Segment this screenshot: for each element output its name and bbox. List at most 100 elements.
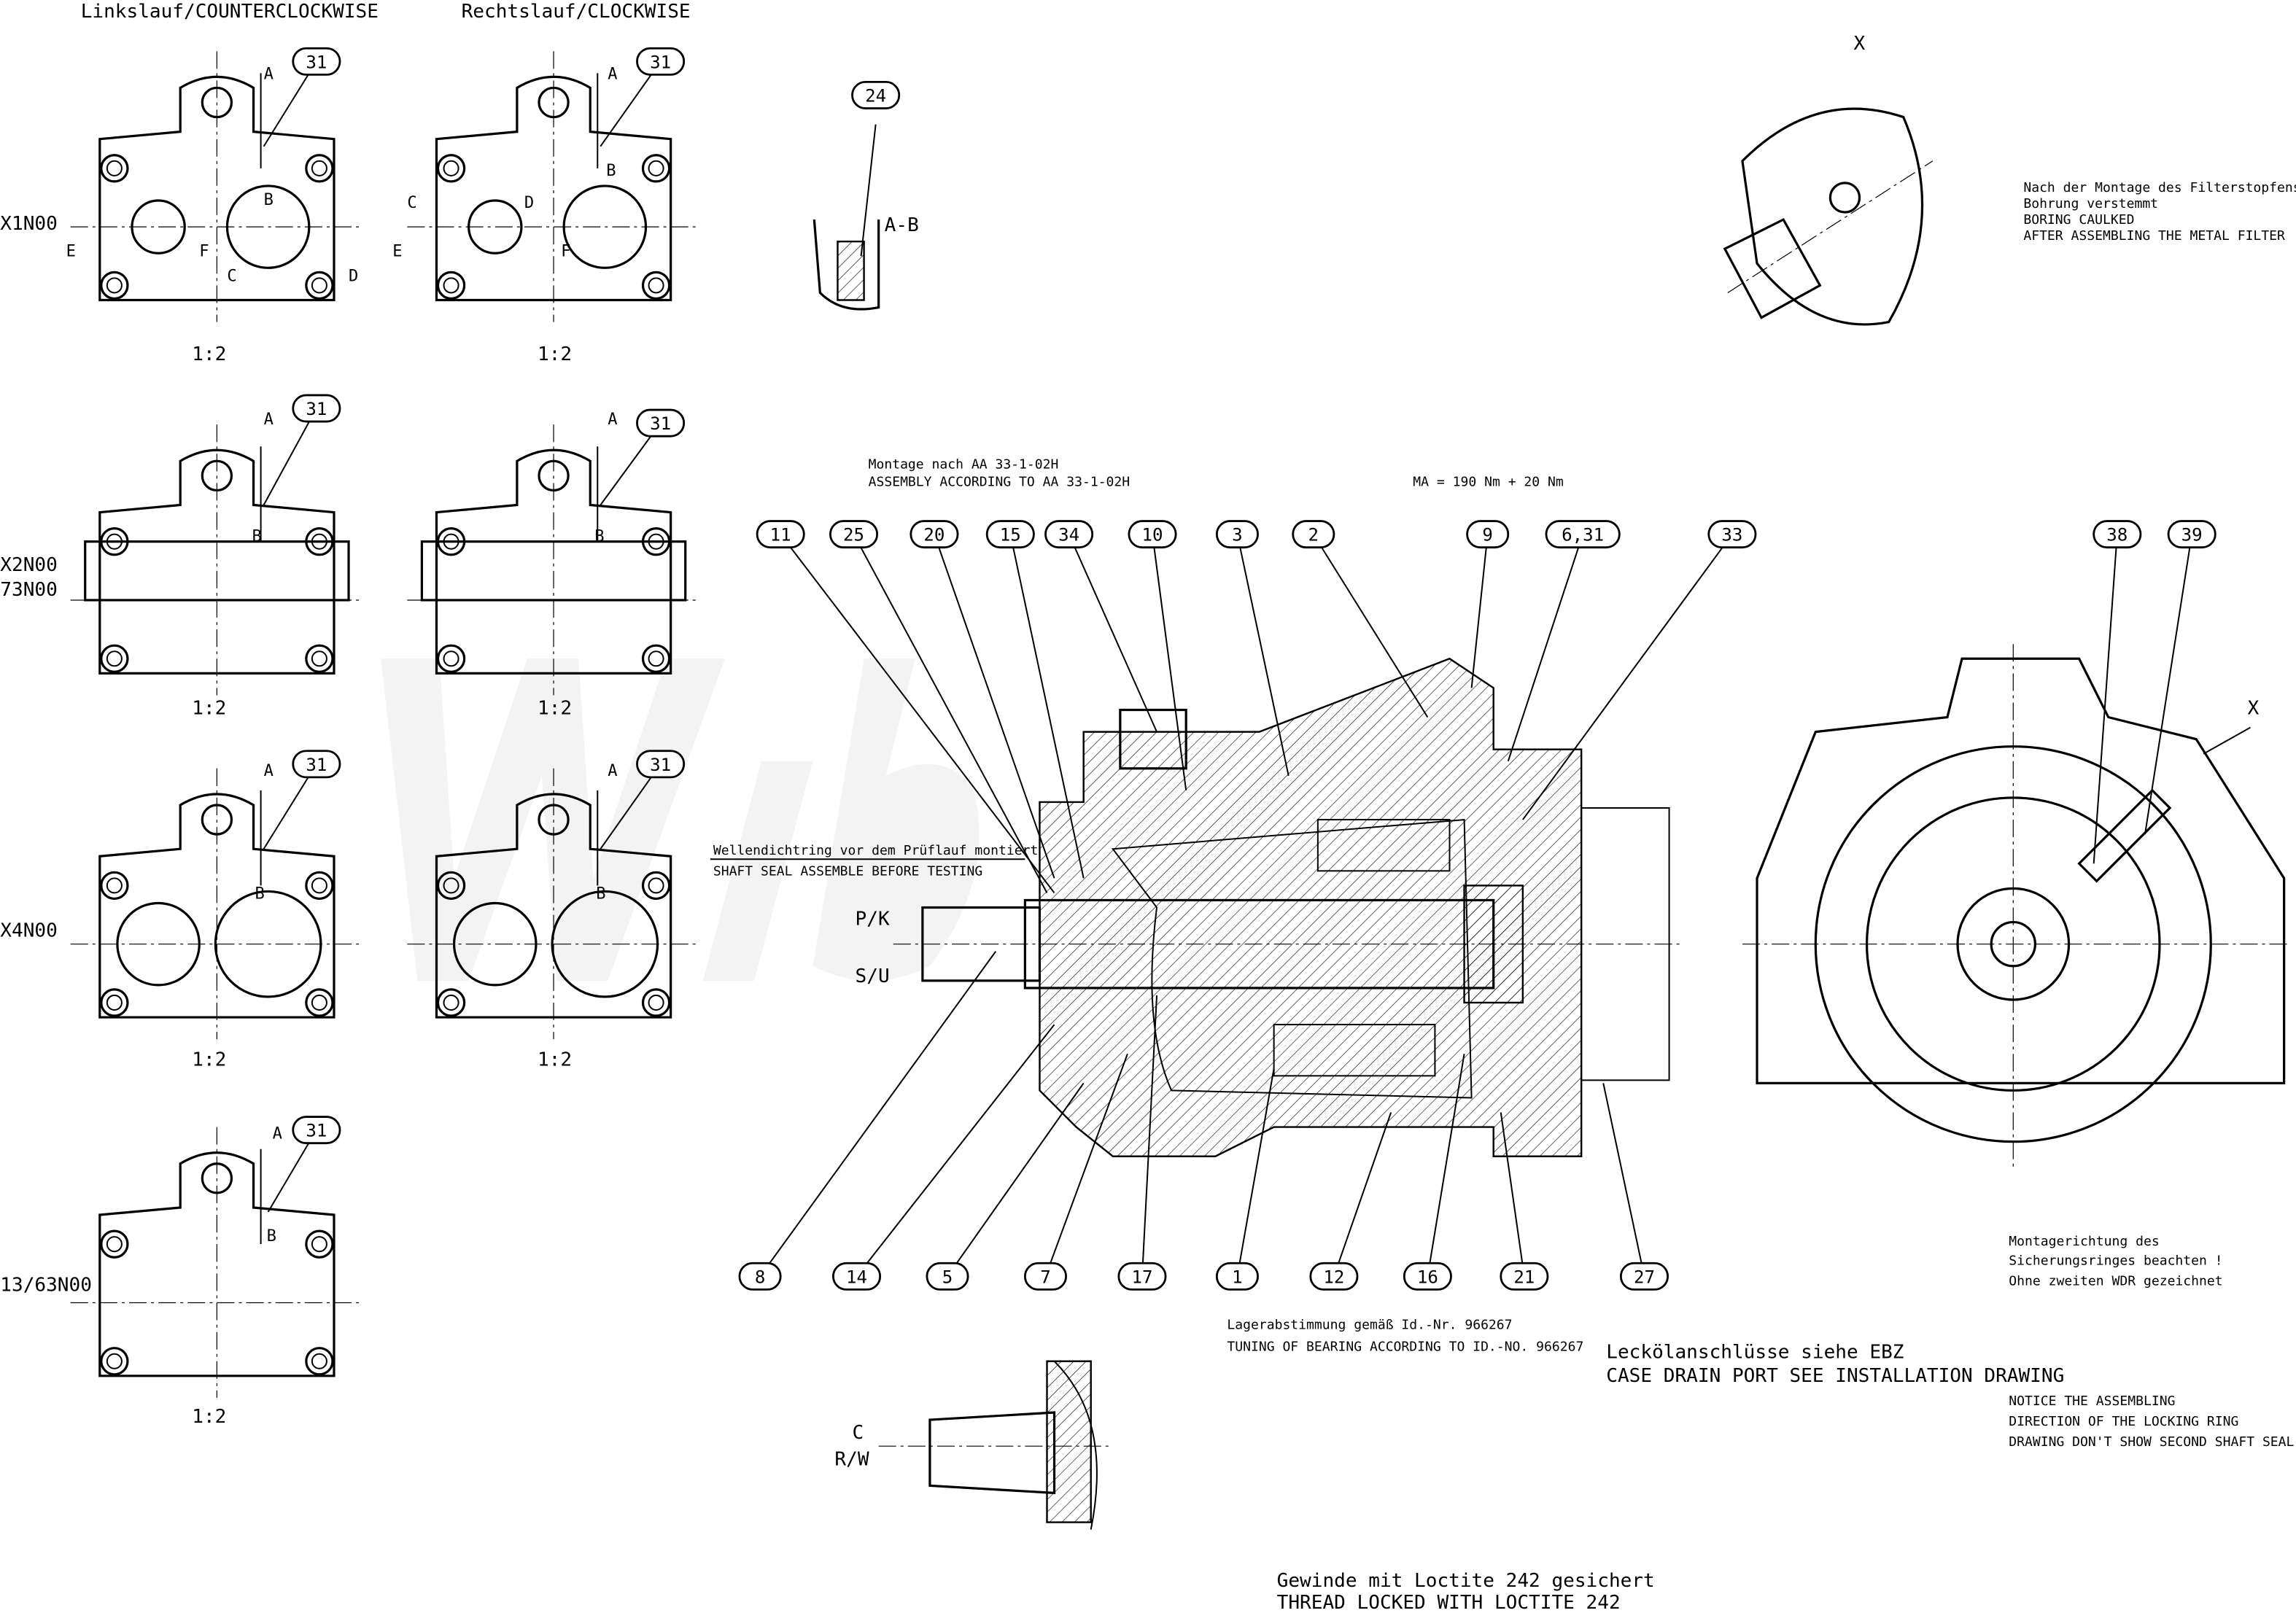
svg-text:27: 27 bbox=[1634, 1267, 1655, 1287]
header-cw: Rechtslauf/CLOCKWISE bbox=[462, 1, 691, 23]
svg-text:33: 33 bbox=[1721, 525, 1742, 545]
svg-text:14: 14 bbox=[846, 1267, 867, 1287]
note-case-drain: Leckölanschlüsse siehe EBZ CASE DRAIN PO… bbox=[1606, 1342, 2064, 1387]
section-marker-b: B bbox=[255, 885, 265, 903]
variant-x2n00: X2N00 bbox=[0, 554, 58, 576]
balloon-38: 38 bbox=[2093, 520, 2142, 864]
section-marker-b: B bbox=[267, 1227, 276, 1245]
svg-text:Ohne zweiten WDR gezeichnet: Ohne zweiten WDR gezeichnet bbox=[2009, 1273, 2222, 1289]
port-su-label: S/U bbox=[856, 965, 890, 987]
svg-text:25: 25 bbox=[843, 525, 864, 545]
svg-text:AFTER ASSEMBLING THE METAL FIL: AFTER ASSEMBLING THE METAL FILTER bbox=[2023, 228, 2285, 244]
port-view-x4-ccw bbox=[70, 768, 364, 1040]
svg-text:Gewinde mit Loctite 242 gesich: Gewinde mit Loctite 242 gesichert bbox=[1277, 1570, 1655, 1592]
balloon-2: 2 bbox=[1292, 520, 1429, 718]
svg-text:3: 3 bbox=[1232, 525, 1242, 545]
port-view-x13-ccw bbox=[70, 1127, 364, 1398]
balloon-10: 10 bbox=[1128, 520, 1187, 791]
scale-label: 1:2 bbox=[538, 698, 572, 720]
svg-text:Montage nach AA 33-1-02H: Montage nach AA 33-1-02H bbox=[869, 456, 1059, 472]
section-marker-c: C bbox=[227, 267, 236, 285]
svg-text:21: 21 bbox=[1513, 1267, 1535, 1287]
balloon-39: 39 bbox=[2144, 520, 2217, 835]
variant-13-63n00: 13/63N00 bbox=[0, 1274, 92, 1296]
svg-text:31: 31 bbox=[650, 52, 671, 72]
section-marker-a: A bbox=[608, 762, 617, 780]
svg-text:ASSEMBLY ACCORDING TO AA 33-1-: ASSEMBLY ACCORDING TO AA 33-1-02H bbox=[869, 474, 1130, 489]
svg-text:2: 2 bbox=[1308, 525, 1319, 545]
view-x-label: X bbox=[1853, 33, 1865, 55]
section-marker-e: E bbox=[392, 242, 402, 260]
scale-label: 1:2 bbox=[538, 1049, 572, 1070]
variant-73n00: 73N00 bbox=[0, 579, 58, 601]
svg-text:DRAWING DON'T SHOW SECOND SHAF: DRAWING DON'T SHOW SECOND SHAFT SEAL bbox=[2009, 1434, 2294, 1450]
svg-text:12: 12 bbox=[1323, 1267, 1344, 1287]
section-marker-b: B bbox=[596, 885, 605, 903]
svg-text:Nach der Montage des Filtersto: Nach der Montage des Filterstopfens bbox=[2023, 180, 2296, 195]
balloon-3: 3 bbox=[1215, 520, 1289, 777]
balloon-7: 7 bbox=[1023, 1053, 1128, 1291]
svg-text:11: 11 bbox=[770, 525, 791, 545]
detail-c-label: C bbox=[853, 1422, 864, 1444]
svg-text:34: 34 bbox=[1058, 525, 1079, 545]
svg-text:9: 9 bbox=[1482, 525, 1493, 545]
svg-text:Leckölanschlüsse siehe EBZ: Leckölanschlüsse siehe EBZ bbox=[1606, 1342, 1904, 1364]
note-bearing: Lagerabstimmung gemäß Id.-Nr. 966267 TUN… bbox=[1227, 1318, 1583, 1355]
note-filter: Nach der Montage des Filterstopfens Bohr… bbox=[2023, 180, 2296, 244]
svg-text:5: 5 bbox=[942, 1267, 953, 1287]
svg-text:DIRECTION OF THE LOCKING RING: DIRECTION OF THE LOCKING RING bbox=[2009, 1414, 2238, 1429]
detail-x-filter-plug bbox=[1723, 107, 1934, 326]
port-view-x4-cw bbox=[407, 768, 700, 1040]
section-a-b-label: A-B bbox=[885, 214, 919, 236]
balloon-34: 34 bbox=[1044, 520, 1157, 733]
scale-label: 1:2 bbox=[192, 1406, 226, 1428]
svg-text:1: 1 bbox=[1232, 1267, 1242, 1287]
note-shaft-seal: Wellendichtring vor dem Prüflauf montier… bbox=[710, 843, 1038, 879]
balloon-33: 33 bbox=[1522, 520, 1757, 820]
balloon-14: 14 bbox=[832, 1024, 1055, 1291]
svg-text:TUNING OF BEARING ACCORDING TO: TUNING OF BEARING ACCORDING TO ID.-NO. 9… bbox=[1227, 1340, 1583, 1355]
section-marker-b: B bbox=[252, 528, 262, 546]
svg-text:Bohrung verstemmt: Bohrung verstemmt bbox=[2023, 196, 2158, 211]
balloon-21: 21 bbox=[1500, 1112, 1549, 1291]
port-view-x1-cw bbox=[407, 51, 700, 322]
balloon-31: 31 bbox=[600, 47, 686, 147]
header-ccw: Linkslauf/COUNTERCLOCKWISE bbox=[81, 1, 379, 23]
section-marker-d: D bbox=[524, 194, 534, 212]
scale-label: 1:2 bbox=[538, 343, 572, 365]
balloon-24: 24 bbox=[851, 81, 901, 109]
section-marker-a: A bbox=[608, 65, 617, 83]
svg-text:20: 20 bbox=[923, 525, 945, 545]
section-marker-a: A bbox=[608, 411, 617, 429]
balloon-31: 31 bbox=[263, 750, 341, 850]
svg-text:7: 7 bbox=[1040, 1267, 1051, 1287]
svg-text:31: 31 bbox=[650, 755, 671, 775]
balloon-20: 20 bbox=[910, 520, 1055, 879]
balloon-6-31: 6,31 bbox=[1507, 520, 1621, 762]
section-marker-e: E bbox=[66, 242, 76, 260]
port-pk-label: P/K bbox=[856, 909, 890, 930]
balloon-31: 31 bbox=[600, 408, 686, 506]
svg-text:15: 15 bbox=[1000, 525, 1021, 545]
section-marker-f: F bbox=[561, 242, 570, 260]
detail-shaft-c-rw bbox=[878, 1360, 1113, 1530]
balloon-16: 16 bbox=[1403, 1054, 1465, 1291]
balloon-17: 17 bbox=[1117, 995, 1167, 1291]
section-marker-f: F bbox=[199, 242, 209, 260]
variant-x4n00: X4N00 bbox=[0, 920, 58, 942]
port-view-x1-ccw bbox=[70, 51, 364, 322]
svg-text:31: 31 bbox=[306, 52, 327, 72]
note-loctite: Gewinde mit Loctite 242 gesichert THREAD… bbox=[1277, 1570, 1655, 1613]
balloon-8: 8 bbox=[738, 951, 997, 1291]
main-section-view bbox=[893, 657, 1684, 1157]
svg-text:THREAD LOCKED WITH LOCTITE 242: THREAD LOCKED WITH LOCTITE 242 bbox=[1277, 1592, 1621, 1613]
balloon-31: 31 bbox=[263, 394, 341, 505]
svg-text:BORING CAULKED: BORING CAULKED bbox=[2023, 212, 2134, 228]
svg-text:31: 31 bbox=[306, 1121, 327, 1141]
section-marker-d: D bbox=[349, 267, 358, 285]
balloon-9: 9 bbox=[1466, 520, 1510, 688]
svg-text:31: 31 bbox=[306, 755, 327, 775]
